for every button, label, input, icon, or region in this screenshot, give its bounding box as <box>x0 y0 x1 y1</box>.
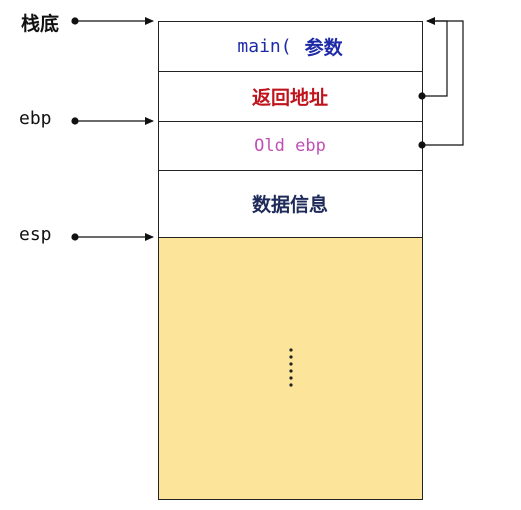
ebp-dot <box>71 117 79 125</box>
vertical-ellipsis-icon <box>289 348 293 387</box>
return-address-cell: 返回地址 <box>158 71 422 121</box>
params-text: 参数 <box>304 37 343 59</box>
main-call-text: main( <box>237 36 292 57</box>
stack-box-outline <box>158 21 423 500</box>
old-ebp-cell: Old ebp <box>158 121 422 170</box>
old-ebp-link-line <box>422 20 464 146</box>
return-address-text: 返回地址 <box>251 86 328 109</box>
stack-bottom-label: 栈底 <box>21 13 60 35</box>
ebp-label: ebp <box>19 108 52 129</box>
main-params-cell: main( 参数 <box>158 22 422 71</box>
old-ebp-text: Old ebp <box>254 135 326 156</box>
free-stack-region <box>158 237 423 500</box>
data-info-text: 数据信息 <box>251 194 328 216</box>
return-link-line <box>422 17 448 97</box>
esp-label: esp <box>19 224 52 245</box>
stack-bottom-dot <box>71 17 79 25</box>
data-info-cell: 数据信息 <box>158 170 422 237</box>
esp-dot <box>71 233 79 241</box>
